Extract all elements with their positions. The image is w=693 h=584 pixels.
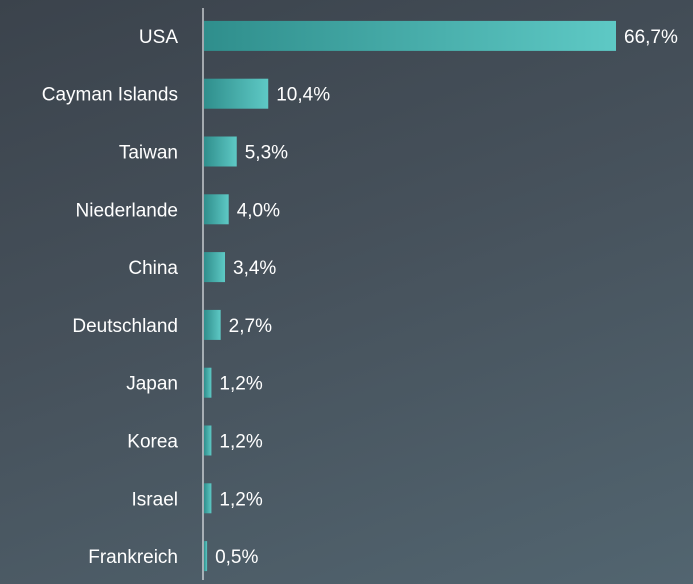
value-label: 1,2% <box>219 432 262 453</box>
bar-china <box>204 252 226 283</box>
bar-niederlande <box>204 194 229 225</box>
category-label: Taiwan <box>119 143 178 164</box>
bar-taiwan <box>204 136 237 167</box>
value-label: 3,4% <box>233 258 276 279</box>
category-label: Frankreich <box>88 547 178 568</box>
category-label: Niederlande <box>76 200 178 221</box>
bar-deutschland <box>204 309 221 340</box>
bar-frankreich <box>204 541 208 572</box>
value-label: 4,0% <box>237 200 280 221</box>
value-label: 1,2% <box>219 489 262 510</box>
category-label: China <box>128 258 178 279</box>
bar-israel <box>204 483 212 514</box>
category-label: Cayman Islands <box>42 85 178 106</box>
category-label: Korea <box>127 432 178 453</box>
value-labels: 66,7% 10,4% 5,3% 4,0% 3,4% 2,7% 1,2% 1,2% 1,2% 0,… <box>215 27 678 568</box>
value-label: 1,2% <box>219 374 262 395</box>
category-label: Japan <box>126 374 178 395</box>
value-label: 10,4% <box>276 85 330 106</box>
bar-korea <box>204 425 212 456</box>
category-label: USA <box>139 27 178 48</box>
bar-cayman-islands <box>204 78 269 109</box>
value-label: 2,7% <box>229 316 272 337</box>
value-label: 5,3% <box>245 143 288 164</box>
category-labels: USA Cayman IslandsTaiwanNiederlandeChinaD… <box>42 27 179 568</box>
bar-usa <box>204 20 616 51</box>
value-label: 0,5% <box>215 547 258 568</box>
bars-layer <box>204 20 616 572</box>
category-label: Deutschland <box>72 316 178 337</box>
bar-japan <box>204 367 212 398</box>
value-label: 66,7% <box>624 27 678 48</box>
category-label: Israel <box>132 489 178 510</box>
